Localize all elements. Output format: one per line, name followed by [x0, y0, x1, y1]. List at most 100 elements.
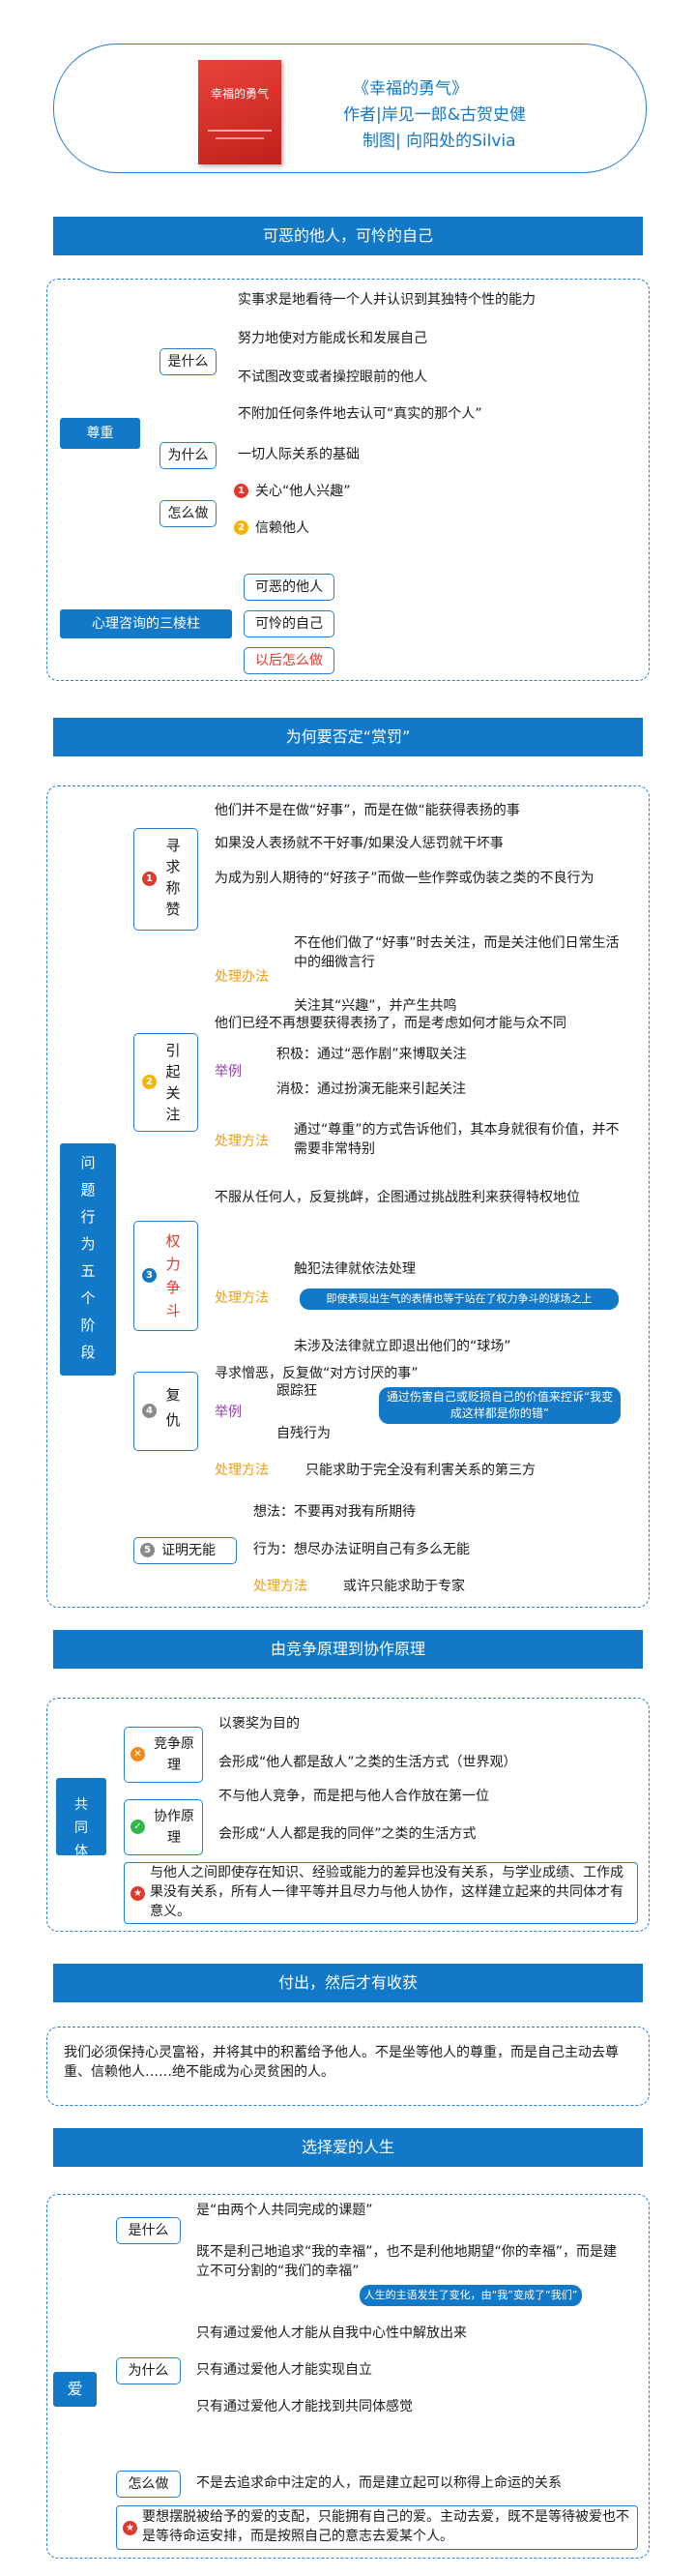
star-icon: ★: [123, 2521, 137, 2535]
stage-1-item: 如果没人表扬就不干好事/如果没人惩罚就干坏事: [215, 836, 504, 851]
stage-2-example-item: 积极：通过“恶作剧”来博取关注: [276, 1047, 467, 1062]
cooperation-node: ✓ 协作原理: [124, 1799, 203, 1855]
number-2-badge: 2: [234, 520, 248, 535]
stage-4-example-item: 自残行为: [276, 1426, 331, 1441]
number-2-badge: 2: [142, 1075, 157, 1089]
stage-3-item: 不服从任何人，反复挑衅，企图通过挑战胜利来获得特权地位: [215, 1190, 580, 1205]
check-icon: ✓: [130, 1820, 145, 1834]
number-4-badge: 4: [142, 1404, 157, 1418]
respect-how-node: 怎么做: [160, 500, 217, 527]
stage-4-method-label: 处理方法: [215, 1463, 269, 1478]
love-why-item: 只有通过爱他人才能从自我中心性中解放出来: [196, 2325, 467, 2341]
competition-item: 会形成“他人都是敌人”之类的生活方式（世界观）: [218, 1755, 517, 1770]
stage-5-node: 5 证明无能: [133, 1537, 237, 1564]
respect-what-item: 实事求是地看待一个人并认识到其独特个性的能力: [238, 292, 536, 308]
number-1-badge: 1: [234, 484, 248, 498]
cooperation-item: 不与他人竞争，而是把与他人合作放在第一位: [218, 1789, 489, 1804]
stage-4-item: 寻求憎恶，反复做“对方讨厌的事”: [215, 1366, 419, 1381]
love-why-item: 只有通过爱他人才能找到共同体感觉: [196, 2399, 413, 2414]
community-label: 共同体: [74, 1797, 88, 1859]
stage-5-item: 行为：想尽办法证明自己有多么无能: [253, 1542, 470, 1557]
stage-1-method-item: 关注其“兴趣”，并产生共鸣: [294, 998, 457, 1014]
cooperation-item: 会形成“人人都是我的同伴”之类的生活方式: [218, 1826, 477, 1842]
stage-4-example-item: 跟踪狂: [276, 1383, 317, 1399]
book-title: 《幸福的勇气》: [353, 79, 468, 99]
cooperation-label: 协作原理: [154, 1809, 194, 1846]
community-note: 与他人之间即使存在知识、经验或能力的差异也没有关系，与学业成绩、工作成果没有关系…: [150, 1865, 624, 1919]
love-why-item: 只有通过爱他人才能实现自立: [196, 2362, 372, 2378]
respect-how-item: 信赖他人: [255, 520, 309, 536]
section-1-title: 可恶的他人，可怜的自己: [53, 217, 643, 255]
stage-1-node: 1 寻求称赞: [133, 828, 198, 931]
stage-2-item: 他们已经不再想要获得表扬了，而是考虑如何才能与众不同: [215, 1016, 566, 1031]
stage-3-method-item: 未涉及法律就立即退出他们的“球场”: [294, 1339, 511, 1354]
stage-2-label: 引起关注: [165, 1042, 181, 1123]
respect-node: 尊重: [60, 418, 140, 449]
number-3-badge: 3: [142, 1268, 157, 1283]
five-stages-root-label: 问题行为五个阶段: [80, 1154, 96, 1361]
stage-3-method-item: 触犯法律就依法处理: [294, 1261, 416, 1277]
section-2-title: 为何要否定“赏罚”: [53, 718, 643, 756]
stage-1-item: 他们并不是在做“好事”，而是在做“能获得表扬的事: [215, 803, 520, 818]
book-authors: 作者|岸见一郎&古贺史健: [343, 105, 526, 125]
number-1-badge: 1: [142, 872, 157, 886]
stage-3-label: 权力争斗: [165, 1232, 181, 1319]
stage-3-node: 3 权力争斗: [133, 1221, 198, 1331]
competition-item: 以褒奖为目的: [218, 1716, 300, 1732]
competition-label: 竞争原理: [154, 1736, 194, 1773]
section-4-panel: [46, 2027, 650, 2106]
love-why-node: 为什么: [116, 2357, 181, 2384]
respect-what-node: 是什么: [160, 348, 217, 375]
pillar-item: 可恶的他人: [244, 574, 334, 601]
stage-2-method-label: 处理方法: [215, 1134, 269, 1149]
community-note-box: ★ 与他人之间即使存在知识、经验或能力的差异也没有关系，与学业成绩、工作成果没有…: [124, 1862, 638, 1924]
section-4-title: 付出，然后才有收获: [53, 1964, 643, 2002]
stage-5-method-item: 或许只能求助于专家: [343, 1579, 465, 1594]
stage-1-item: 为成为别人期待的“好孩子”而做一些作弊或伪装之类的不良行为: [215, 871, 594, 886]
love-node: 爱: [53, 2372, 97, 2407]
stage-2-example-label: 举例: [215, 1064, 242, 1080]
section-4-text: 我们必须保持心灵富裕，并将其中的积蓄给予他人。不是坐等他人的尊重，而是自己主动去…: [64, 2045, 619, 2080]
love-how-node: 怎么做: [116, 2471, 181, 2498]
love-note-box: ★ 要想摆脱被给予的爱的支配，只能拥有自己的爱。主动去爱，既不是等待被爱也不是等…: [116, 2505, 638, 2550]
love-note: 要想摆脱被给予的爱的支配，只能拥有自己的爱。主动去爱，既不是等待被爱也不是等待命…: [142, 2509, 629, 2544]
stage-4-method-item: 只能求助于完全没有利害关系的第三方: [305, 1463, 536, 1478]
stage-5-method-label: 处理方法: [253, 1579, 307, 1594]
pillar-item: 可怜的自己: [244, 610, 334, 637]
love-how-item: 不是去追求命中注定的人，而是建立起可以称得上命运的关系: [196, 2475, 562, 2491]
book-cover-image: 幸福的勇气: [198, 60, 281, 164]
stage-3-method-label: 处理方法: [215, 1290, 269, 1306]
stage-2-example-item: 消极：通过扮演无能来引起关注: [276, 1081, 466, 1097]
competition-node: ✕ 竞争原理: [124, 1727, 203, 1783]
number-5-badge: 5: [140, 1543, 155, 1557]
stage-1-label: 寻求称赞: [165, 837, 181, 918]
stage-4-callout: 通过伤害自己或贬损自己的价值来控诉“我变成这样都是你的错”: [379, 1387, 621, 1424]
love-callout: 人生的主语发生了变化，由“我”变成了“我们”: [360, 2285, 582, 2306]
pillars-node: 心理咨询的三棱柱: [60, 609, 232, 638]
stage-5-item: 想法：不要再对我有所期待: [253, 1504, 416, 1520]
stage-3-callout: 即使表现出生气的表情也等于站在了权力争斗的球场之上: [300, 1288, 619, 1310]
header-card: [53, 44, 647, 173]
stage-1-method-item: 不在他们做了“好事”时去关注，而是关注他们日常生活中的细微言行: [294, 935, 620, 970]
stage-2-method-item: 通过“尊重”的方式告诉他们，其本身就很有价值，并不需要非常特别: [294, 1122, 620, 1157]
respect-why-item: 一切人际关系的基础: [238, 447, 360, 462]
cross-icon: ✕: [130, 1747, 145, 1762]
love-what-item: 既不是利己地追求“我的幸福”，也不是利他地期望“你的幸福”，而是建立不可分割的“…: [196, 2244, 618, 2279]
stage-1-method-label: 处理办法: [215, 969, 269, 985]
respect-what-item: 不附加任何条件地去认可“真实的那个人”: [238, 406, 482, 422]
love-what-item: 是“由两个人共同完成的课题”: [196, 2203, 373, 2218]
respect-how-item: 关心“他人兴趣”: [255, 484, 351, 499]
respect-what-item: 努力地使对方能成长和发展自己: [238, 331, 427, 346]
love-what-node: 是什么: [116, 2217, 181, 2244]
chart-credit: 制图| 向阳处的Silvia: [362, 132, 516, 151]
book-cover-title: 幸福的勇气: [210, 87, 269, 101]
stage-4-label: 复仇: [165, 1386, 181, 1429]
respect-why-node: 为什么: [160, 442, 217, 469]
pillar-item: 以后怎么做: [244, 647, 334, 674]
section-3-title: 由竞争原理到协作原理: [53, 1630, 643, 1669]
stage-2-node: 2 引起关注: [133, 1033, 198, 1132]
respect-what-item: 不试图改变或者操控眼前的他人: [238, 370, 427, 385]
community-node: 共同体: [56, 1778, 106, 1859]
stage-4-example-label: 举例: [215, 1405, 242, 1420]
five-stages-root-node: 问题行为五个阶段: [60, 1143, 116, 1376]
